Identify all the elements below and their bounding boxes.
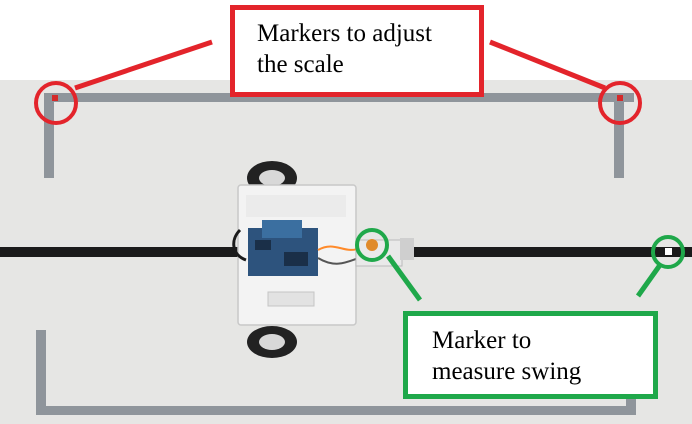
sensor-marker (366, 239, 378, 251)
scale-tape-top (44, 93, 634, 178)
callout-scale-line1: Markers to adjust (257, 20, 432, 47)
callout-swing-line1: Marker to (432, 327, 532, 354)
robot-photo (0, 80, 692, 424)
robot (232, 161, 414, 358)
callout-swing-line2: measure swing (432, 358, 582, 385)
scale-marker-left (52, 95, 58, 101)
swing-marker-end (665, 248, 672, 255)
callout-scale-line2: the scale (257, 51, 344, 78)
scale-marker-right (617, 95, 623, 101)
callout-scale-markers: Markers to adjust the scale (230, 5, 484, 97)
sensor-mount (355, 239, 403, 267)
callout-swing-marker: Marker to measure swing (403, 311, 658, 399)
